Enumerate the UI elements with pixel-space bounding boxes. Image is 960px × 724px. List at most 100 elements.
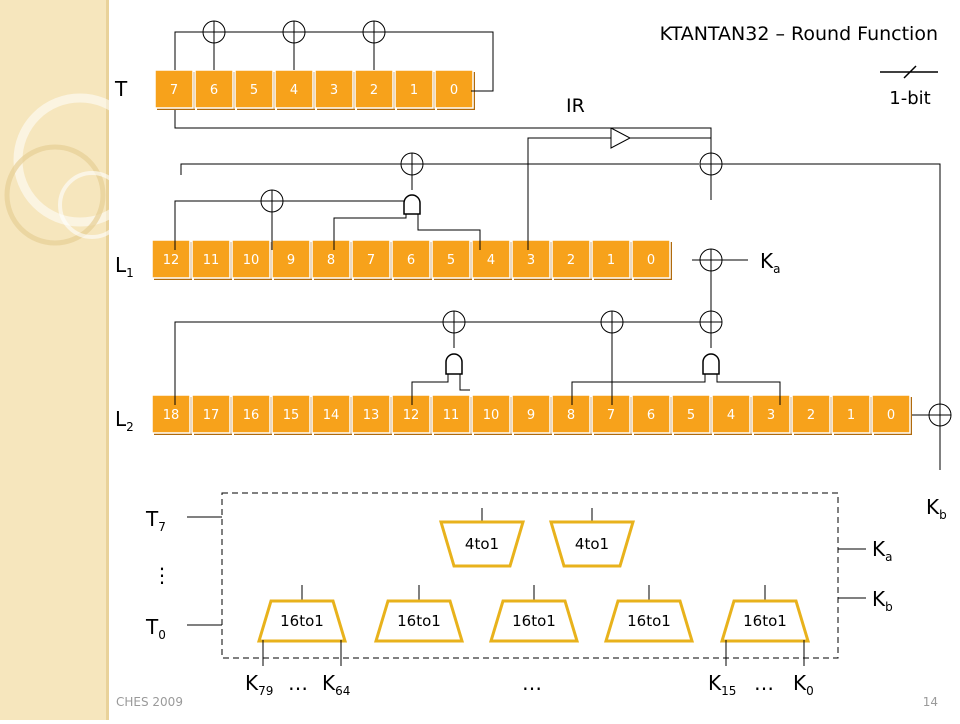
register-l1-cell: 5 (431, 239, 472, 280)
register-cell-label: 14 (323, 408, 340, 423)
register-l2-cell: 9 (511, 394, 552, 435)
register-cell-label: 2 (807, 408, 815, 423)
register-l2-cell: 0 (871, 394, 912, 435)
register-cell-label: 5 (447, 253, 455, 268)
register-l1-cell: 10 (231, 239, 272, 280)
mux-4to1: 4to1 (438, 520, 526, 568)
mux-16to1: 16to1 (256, 599, 348, 643)
register-cell-label: 0 (450, 83, 458, 98)
register-t-cell: 0 (434, 69, 475, 110)
register-t-cell: 4 (274, 69, 315, 110)
k0-label: K0 (793, 671, 814, 698)
mux-16to1: 16to1 (373, 599, 465, 643)
register-label-l1: L1 (115, 253, 134, 280)
register-cell-label: 2 (370, 83, 378, 98)
register-t-cell: 1 (394, 69, 435, 110)
register-l2-cell: 6 (631, 394, 672, 435)
register-cell-label: 7 (170, 83, 178, 98)
register-cell-label: 6 (647, 408, 655, 423)
legend-label: 1-bit (889, 88, 930, 109)
register-cell-label: 4 (290, 83, 298, 98)
register-cell-label: 2 (567, 253, 575, 268)
register-cell-label: 1 (607, 253, 615, 268)
register-cell-label: 11 (203, 253, 220, 268)
register-cell-label: 6 (210, 83, 218, 98)
mux-16to1-label: 16to1 (627, 612, 671, 630)
ellipsis-left: … (288, 671, 308, 695)
mux-4to1-label: 4to1 (465, 535, 499, 553)
register-cell-label: 7 (607, 408, 615, 423)
register-l2-cell: 11 (431, 394, 472, 435)
register-l1-cell: 0 (631, 239, 672, 280)
register-l2-cell: 17 (191, 394, 232, 435)
mux-16to1-label: 16to1 (280, 612, 324, 630)
register-cell-label: 4 (727, 408, 735, 423)
footer-page-number: 14 (923, 695, 938, 709)
register-l2-cell: 4 (711, 394, 752, 435)
register-l1-cell: 2 (551, 239, 592, 280)
register-cell-label: 10 (243, 253, 260, 268)
register-l2-cell: 12 (391, 394, 432, 435)
mux16-group: 16to1 16to1 16to1 16to1 16to1 (256, 585, 811, 643)
mux-kb-label: Kb (872, 587, 893, 614)
footer-conference: CHES 2009 (116, 695, 183, 709)
register-cell-label: 4 (487, 253, 495, 268)
register-l1-cell: 3 (511, 239, 552, 280)
register-l1-cell: 9 (271, 239, 312, 280)
register-l1-cell: 12 (151, 239, 192, 280)
and-gate-l2-right (702, 353, 720, 375)
and-gate-l2-left (445, 353, 463, 375)
mux-4to1: 4to1 (548, 520, 636, 568)
register-cell-label: 7 (367, 253, 375, 268)
mux-16to1-label: 16to1 (743, 612, 787, 630)
register-t-cell: 2 (354, 69, 395, 110)
kb-label: Kb (926, 495, 947, 522)
vdots: ⋮ (152, 563, 172, 587)
register-cell-label: 3 (767, 408, 775, 423)
register-cell-label: 10 (483, 408, 500, 423)
register-label-l2: L2 (115, 407, 134, 434)
t-feedback-wiring (174, 31, 712, 250)
register-cell-label: 9 (527, 408, 535, 423)
ellipsis-middle: … (522, 671, 542, 695)
t7-label: T7 (145, 507, 166, 534)
register-l2-cell: 14 (311, 394, 352, 435)
register-l2-cell: 18 (151, 394, 192, 435)
register-l2-cell: 7 (591, 394, 632, 435)
register-l1-cell: 1 (591, 239, 632, 280)
k79-label: K79 (245, 671, 273, 698)
register-cell-label: 11 (443, 408, 460, 423)
legend: 1-bit (880, 65, 938, 109)
register-l2-cell: 10 (471, 394, 512, 435)
k15-label: K15 (708, 671, 736, 698)
mux-ka-label: Ka (872, 537, 892, 564)
and-gate-l1 (403, 194, 421, 215)
register-cell-label: 15 (283, 408, 300, 423)
register-l2-cell: 8 (551, 394, 592, 435)
register-cell-label: 12 (163, 253, 180, 268)
register-cell-label: 8 (327, 253, 335, 268)
register-l2-cell: 2 (791, 394, 832, 435)
register-l1-cell: 7 (351, 239, 392, 280)
key-input-ticks (262, 640, 805, 666)
register-l1-cell: 11 (191, 239, 232, 280)
mux-16to1-label: 16to1 (512, 612, 556, 630)
register-cell-label: 12 (403, 408, 420, 423)
ir-label: IR (566, 95, 585, 117)
mux-16to1-label: 16to1 (397, 612, 441, 630)
register-l2-cell: 13 (351, 394, 392, 435)
register-t-cell: 6 (194, 69, 235, 110)
slide-title: KTANTAN32 – Round Function (660, 23, 938, 45)
l2-feedback-wiring (174, 321, 941, 470)
key-selection-block (187, 492, 866, 659)
mux-16to1: 16to1 (488, 599, 580, 643)
register-cell-label: 5 (250, 83, 258, 98)
register-cell-label: 17 (203, 408, 220, 423)
ka-label: Ka (760, 249, 780, 276)
register-cell-label: 8 (567, 408, 575, 423)
